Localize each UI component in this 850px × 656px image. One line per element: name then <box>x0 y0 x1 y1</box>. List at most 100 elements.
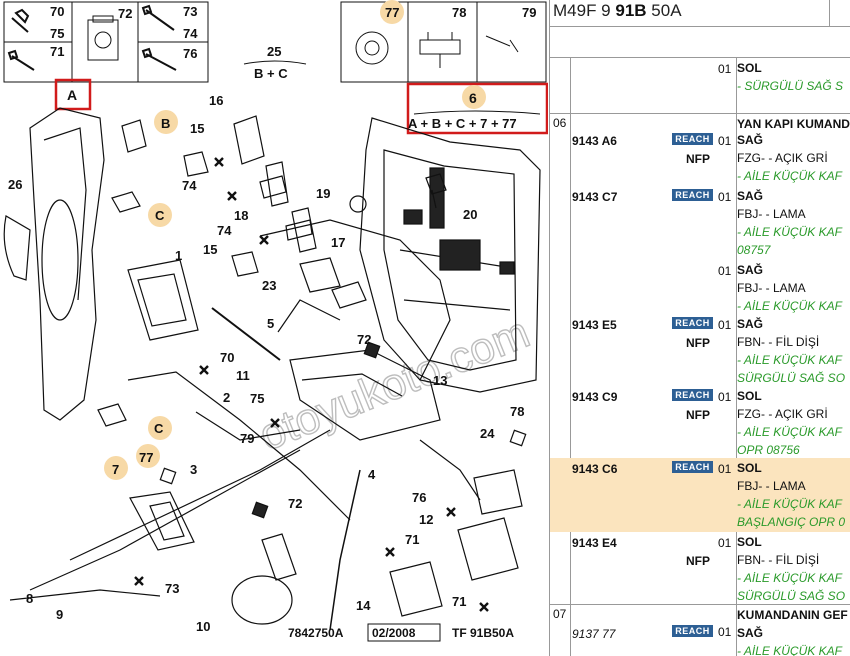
lower-parts <box>9 341 527 625</box>
part-ref[interactable]: 9143 E4 <box>572 536 617 550</box>
description-line: OPR 08756 <box>737 443 800 457</box>
callout-label: 73 <box>165 581 179 596</box>
upper-lock-parts <box>183 115 447 277</box>
group-number: 06 <box>553 116 567 130</box>
callout-label: 78 <box>510 404 524 419</box>
quantity: 01 <box>718 318 732 332</box>
description-line: - AİLE KÜÇÜK KAF <box>737 644 842 656</box>
callout-label: 24 <box>480 426 495 441</box>
callout-label: 16 <box>209 93 223 108</box>
callout-label: 1 <box>175 248 182 263</box>
nfp-flag: NFP <box>686 408 710 422</box>
handle-parts <box>97 119 147 427</box>
description-line: - AİLE KÜÇÜK KAF <box>737 299 842 313</box>
quantity: 01 <box>718 536 732 550</box>
quantity: 01 <box>718 62 732 76</box>
description-line: - AİLE KÜÇÜK KAF <box>737 571 842 585</box>
callout-label: 8 <box>26 591 33 606</box>
callout-label: 74 <box>183 26 198 41</box>
description-line: SOL <box>737 461 762 475</box>
description-line: FBJ- - LAMA <box>737 281 806 295</box>
description-line: SÜRGÜLÜ SAĞ SO <box>737 371 846 385</box>
part-ref[interactable]: 9143 E5 <box>572 318 617 332</box>
group-25: 25 B + C <box>243 44 307 81</box>
part-ref[interactable]: 9137 77 <box>572 627 616 641</box>
description-line: FBN- - FİL DİŞİ <box>737 553 820 567</box>
callout-label: 75 <box>250 391 264 406</box>
callout-label: B <box>161 116 170 131</box>
callout-label: 72 <box>118 6 132 21</box>
callout-label: 20 <box>463 207 477 222</box>
description-line: FZG- - AÇIK GRİ <box>737 151 828 165</box>
fastener-box-left <box>3 1 209 83</box>
callout-label: 79 <box>240 431 254 446</box>
parts-header: M49F 9 91B 50A <box>550 0 850 27</box>
callout-label: A + B + C + 7 + 77 <box>408 116 517 131</box>
footer-date: 02/2008 <box>372 626 416 640</box>
description-line: FBJ- - LAMA <box>737 207 806 221</box>
callout-labels: 70 75 72 73 74 71 76 77 78 79 B 15 16 26… <box>8 4 536 634</box>
reach-badge: REACH <box>672 317 713 329</box>
callout-label: C <box>154 421 164 436</box>
description-line: - AİLE KÜÇÜK KAF <box>737 169 842 183</box>
reach-badge: REACH <box>672 625 713 637</box>
callout-label: 13 <box>433 373 447 388</box>
callout-label: 23 <box>262 278 276 293</box>
callout-circle <box>462 85 486 109</box>
nfp-flag: NFP <box>686 152 710 166</box>
reach-badge: REACH <box>672 189 713 201</box>
callout-label: 25 <box>267 44 281 59</box>
description-line: SÜRGÜLÜ SAĞ SO <box>737 589 846 603</box>
part-ref[interactable]: 9143 C9 <box>572 390 618 404</box>
part-ref[interactable]: 9143 C6 <box>572 462 618 476</box>
description-line: SAĞ <box>737 317 764 331</box>
fastener-box-right <box>340 1 547 83</box>
callout-label: 6 <box>469 90 477 106</box>
diagram-footer: 7842750A 02/2008 TF 91B50A <box>288 623 514 642</box>
callout-label: 17 <box>331 235 345 250</box>
description-line: FBN- - FİL DİŞİ <box>737 335 820 349</box>
callout-label: 4 <box>368 467 376 482</box>
reach-badge: REACH <box>672 389 713 401</box>
callout-label: 76 <box>183 46 197 61</box>
description-line: SOL <box>737 535 762 549</box>
callout-box-6 <box>406 82 548 135</box>
callout-label: B + C <box>254 66 288 81</box>
exploded-parts-diagram: otoyukoto.com 25 B + C A <box>3 0 548 642</box>
description-line: FBJ- - LAMA <box>737 479 806 493</box>
description-line: SAĞ <box>737 189 764 203</box>
door-outline <box>359 117 541 393</box>
description-line: SOL <box>737 61 762 75</box>
parts-subheader <box>550 27 850 58</box>
callout-label: 15 <box>190 121 204 136</box>
group-number: 07 <box>553 607 567 621</box>
description-line: YAN KAPI KUMAND <box>737 117 850 131</box>
callout-label: 18 <box>234 208 248 223</box>
callout-label: 70 <box>50 4 64 19</box>
callout-label: 7 <box>112 462 119 477</box>
callout-label: 11 <box>236 368 250 383</box>
callout-label: 12 <box>419 512 433 527</box>
callout-label: 71 <box>452 594 466 609</box>
callout-label: 78 <box>452 5 466 20</box>
callout-label: A <box>67 87 77 103</box>
part-ref[interactable]: 9143 A6 <box>572 134 617 148</box>
callout-label: 2 <box>223 390 230 405</box>
nfp-flag: NFP <box>686 336 710 350</box>
description-line: SOL <box>737 389 762 403</box>
description-line: SAĞ <box>737 626 764 640</box>
callout-label: 76 <box>412 490 426 505</box>
description-line: SAĞ <box>737 263 764 277</box>
lock-mechanism <box>29 219 481 631</box>
quantity: 01 <box>718 190 732 204</box>
callout-label: 26 <box>8 177 22 192</box>
callout-box-a <box>54 78 92 111</box>
callout-label: C <box>155 208 165 223</box>
description-line: FZG- - AÇIK GRİ <box>737 407 828 421</box>
callout-label: 19 <box>316 186 330 201</box>
callout-label: 15 <box>203 242 217 257</box>
description-line: SAĞ <box>737 133 764 147</box>
description-line: - AİLE KÜÇÜK KAF <box>737 425 842 439</box>
reach-badge: REACH <box>672 461 713 473</box>
part-ref[interactable]: 9143 C7 <box>572 190 618 204</box>
